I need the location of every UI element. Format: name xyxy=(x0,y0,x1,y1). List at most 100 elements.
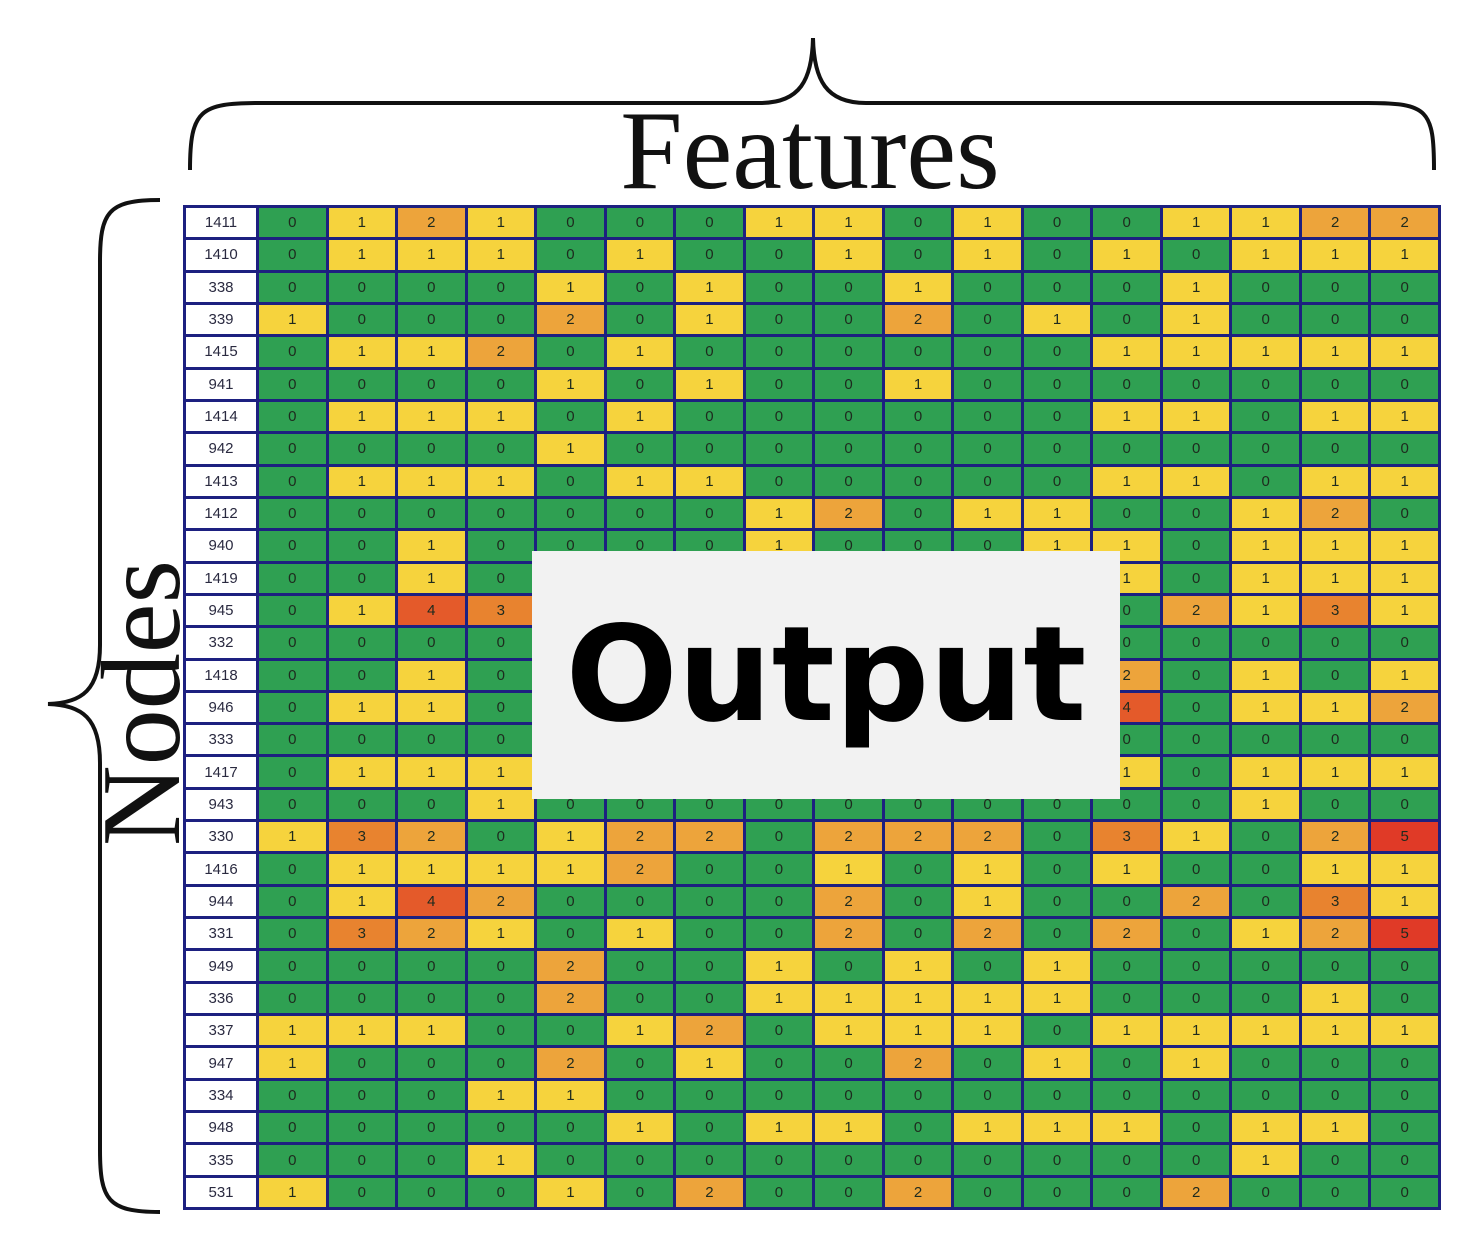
matrix-cell: 1 xyxy=(537,1080,604,1111)
matrix-cell: 1 xyxy=(606,1016,674,1046)
matrix-cell: 1 xyxy=(1371,531,1438,561)
matrix-cell: 0 xyxy=(259,595,326,626)
matrix-cell: 1 xyxy=(1162,304,1230,335)
matrix-cell: 0 xyxy=(1162,660,1230,690)
matrix-cell: 0 xyxy=(884,434,952,464)
matrix-cell: 1 xyxy=(1232,498,1299,529)
matrix-cell: 2 xyxy=(815,822,882,852)
matrix-cell: 1 xyxy=(328,401,396,432)
row-label: 339 xyxy=(186,304,256,335)
matrix-cell: 0 xyxy=(954,272,1021,302)
nodes-label: Nodes xyxy=(80,559,204,847)
matrix-cell: 0 xyxy=(1371,304,1438,335)
matrix-cell: 2 xyxy=(954,919,1021,949)
matrix-cell: 0 xyxy=(745,337,813,367)
matrix-cell: 0 xyxy=(1371,272,1438,302)
matrix-cell: 0 xyxy=(1023,1177,1091,1207)
matrix-cell: 0 xyxy=(1371,983,1438,1014)
matrix-cell: 1 xyxy=(398,1016,465,1046)
row-label: 949 xyxy=(186,951,256,981)
matrix-cell: 0 xyxy=(1093,1145,1160,1175)
matrix-cell: 1 xyxy=(954,854,1021,884)
matrix-cell: 1 xyxy=(1023,498,1091,529)
matrix-cell: 0 xyxy=(398,951,465,981)
matrix-cell: 2 xyxy=(467,337,535,367)
matrix-cell: 1 xyxy=(1301,1016,1369,1046)
matrix-cell: 1 xyxy=(954,208,1021,238)
matrix-cell: 1 xyxy=(259,1048,326,1078)
matrix-cell: 0 xyxy=(1371,951,1438,981)
matrix-cell: 0 xyxy=(676,886,743,917)
matrix-cell: 0 xyxy=(259,208,326,238)
row-label: 1417 xyxy=(186,757,256,787)
matrix-cell: 0 xyxy=(954,434,1021,464)
matrix-cell: 0 xyxy=(606,951,674,981)
matrix-cell: 0 xyxy=(259,401,326,432)
matrix-cell: 0 xyxy=(884,401,952,432)
row-label: 944 xyxy=(186,886,256,917)
matrix-cell: 1 xyxy=(1023,951,1091,981)
matrix-cell: 0 xyxy=(1232,369,1299,399)
matrix-cell: 0 xyxy=(745,1080,813,1111)
matrix-cell: 1 xyxy=(954,886,1021,917)
matrix-cell: 0 xyxy=(1023,822,1091,852)
matrix-cell: 0 xyxy=(1162,983,1230,1014)
matrix-cell: 1 xyxy=(398,401,465,432)
matrix-cell: 0 xyxy=(815,304,882,335)
matrix-cell: 0 xyxy=(1162,369,1230,399)
matrix-cell: 0 xyxy=(884,498,952,529)
matrix-cell: 0 xyxy=(398,1145,465,1175)
matrix-cell: 0 xyxy=(1093,369,1160,399)
matrix-cell: 0 xyxy=(328,369,396,399)
matrix-cell: 1 xyxy=(467,1145,535,1175)
matrix-cell: 2 xyxy=(954,822,1021,852)
matrix-cell: 2 xyxy=(398,822,465,852)
row-label: 1416 xyxy=(186,854,256,884)
matrix-cell: 0 xyxy=(884,466,952,496)
matrix-cell: 0 xyxy=(1023,401,1091,432)
matrix-cell: 0 xyxy=(745,369,813,399)
matrix-cell: 0 xyxy=(398,272,465,302)
matrix-cell: 0 xyxy=(954,951,1021,981)
matrix-cell: 0 xyxy=(745,1048,813,1078)
matrix-cell: 0 xyxy=(606,1048,674,1078)
matrix-cell: 0 xyxy=(259,951,326,981)
matrix-cell: 1 xyxy=(537,272,604,302)
matrix-cell: 0 xyxy=(676,983,743,1014)
matrix-cell: 1 xyxy=(467,466,535,496)
matrix-cell: 0 xyxy=(606,272,674,302)
matrix-cell: 4 xyxy=(398,886,465,917)
row-label: 1412 xyxy=(186,498,256,529)
matrix-cell: 0 xyxy=(537,401,604,432)
matrix-cell: 0 xyxy=(259,466,326,496)
matrix-cell: 1 xyxy=(467,401,535,432)
matrix-cell: 0 xyxy=(1093,983,1160,1014)
matrix-cell: 0 xyxy=(1162,434,1230,464)
matrix-cell: 0 xyxy=(884,854,952,884)
matrix-cell: 0 xyxy=(745,822,813,852)
matrix-cell: 0 xyxy=(1301,434,1369,464)
matrix-cell: 1 xyxy=(676,304,743,335)
matrix-cell: 0 xyxy=(1301,1145,1369,1175)
matrix-cell: 1 xyxy=(259,1177,326,1207)
matrix-cell: 0 xyxy=(1301,1048,1369,1078)
matrix-cell: 0 xyxy=(676,240,743,270)
row-label: 330 xyxy=(186,822,256,852)
matrix-cell: 0 xyxy=(1301,951,1369,981)
matrix-cell: 1 xyxy=(1232,563,1299,593)
matrix-cell: 1 xyxy=(537,822,604,852)
output-overlay: Output xyxy=(532,551,1120,799)
matrix-cell: 0 xyxy=(815,337,882,367)
matrix-cell: 0 xyxy=(1093,1048,1160,1078)
matrix-cell: 1 xyxy=(467,240,535,270)
matrix-cell: 0 xyxy=(676,1080,743,1111)
matrix-cell: 0 xyxy=(1162,628,1230,658)
matrix-cell: 1 xyxy=(954,1113,1021,1143)
matrix-cell: 0 xyxy=(1301,304,1369,335)
matrix-cell: 0 xyxy=(1093,886,1160,917)
matrix-cell: 0 xyxy=(1371,1145,1438,1175)
matrix-cell: 1 xyxy=(328,208,396,238)
matrix-cell: 0 xyxy=(745,1145,813,1175)
row-label: 531 xyxy=(186,1177,256,1207)
matrix-cell: 0 xyxy=(954,1177,1021,1207)
